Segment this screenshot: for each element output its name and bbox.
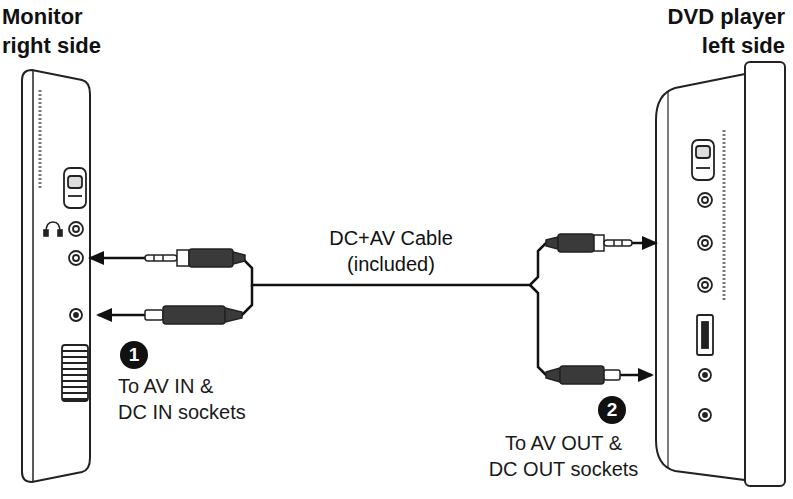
- volume-dial: [62, 345, 88, 401]
- monitor-body: [22, 70, 90, 482]
- monitor-body: [39, 90, 42, 190]
- dvd-sockets: [702, 240, 708, 246]
- av-jack-plug: [189, 249, 233, 267]
- dc-cable-branch: [530, 285, 652, 375]
- dc-cable-branch: [98, 285, 652, 375]
- headphone-icon: [44, 222, 62, 236]
- av-jack-plug: [621, 240, 623, 246]
- dc-barrel-plug: [546, 366, 620, 384]
- dvd-sockets: [697, 315, 713, 355]
- dvd-sockets: [703, 373, 707, 377]
- dc-barrel-plug: [560, 366, 604, 384]
- dvd-sockets: [698, 278, 712, 292]
- monitor-switch: [68, 195, 82, 197]
- dvd-sockets: [702, 282, 708, 288]
- device-heading: Monitor right side: [2, 2, 124, 60]
- monitor-sockets: [69, 222, 83, 321]
- callout-number: 2: [598, 396, 626, 424]
- monitor-switch: [64, 168, 86, 208]
- dc-barrel-plug: [163, 306, 225, 324]
- monitor-sockets: [73, 226, 79, 232]
- monitor-sockets: [73, 255, 79, 261]
- dvd-sockets: [699, 409, 711, 421]
- dvd-sockets: [703, 413, 707, 417]
- dvd-body: [723, 130, 726, 300]
- monitor-sockets: [74, 313, 78, 317]
- device-heading: DVD player left side: [657, 2, 785, 60]
- dvd-sockets: [698, 236, 712, 250]
- av-jack-plug: [145, 249, 245, 267]
- av-jack-plug: [233, 252, 245, 264]
- dvd-sockets: [698, 193, 712, 207]
- monitor-body: [32, 71, 34, 481]
- dc-barrel-plug: [145, 306, 242, 324]
- av-jack-plug: [558, 234, 594, 252]
- dvd-switch: [696, 146, 710, 158]
- monitor-sockets: [69, 222, 83, 236]
- dc-barrel-plug: [546, 368, 560, 382]
- monitor-body: [22, 70, 90, 482]
- dvd-body: [656, 62, 785, 486]
- av-jack-plug: [177, 250, 189, 266]
- dvd-body: [745, 62, 785, 486]
- headphone-icon: [44, 230, 48, 236]
- dc-barrel-plug: [145, 310, 163, 320]
- dvd-body: [656, 74, 745, 480]
- av-jack-plug: [594, 235, 604, 251]
- dvd-player-device: DVD player left side: [656, 60, 787, 488]
- dvd-sockets: [702, 322, 708, 348]
- monitor-device: Monitor right side: [14, 72, 90, 474]
- av-jack-plug: [613, 240, 615, 246]
- dvd-sockets: [702, 197, 708, 203]
- av-jack-plug: [153, 255, 155, 261]
- av-jack-plug: [604, 240, 632, 246]
- socket-note: To AV OUT & DC OUT sockets: [486, 430, 641, 482]
- dvd-switch: [692, 140, 714, 180]
- dc-barrel-plug: [225, 308, 242, 322]
- monitor-sockets: [69, 251, 83, 265]
- dvd-switch: [692, 140, 714, 180]
- headphone-icon: [58, 230, 62, 236]
- av-jack-plug: [546, 234, 632, 252]
- socket-note: To AV IN & DC IN sockets: [118, 373, 249, 425]
- volume-dial: [62, 345, 88, 401]
- monitor-switch: [68, 176, 82, 188]
- dvd-sockets: [699, 369, 711, 381]
- cable-label: DC+AV Cable (included): [318, 225, 464, 277]
- dc-barrel-plug: [604, 370, 620, 380]
- av-jack-plug: [546, 237, 558, 249]
- monitor-switch: [64, 168, 86, 208]
- callout-number: 1: [120, 341, 148, 369]
- monitor-sockets: [70, 309, 82, 321]
- dvd-body: [667, 92, 668, 468]
- dvd-sockets: [697, 193, 713, 421]
- av-jack-plug: [145, 255, 177, 261]
- av-jack-plug: [162, 255, 164, 261]
- dvd-switch: [696, 167, 710, 169]
